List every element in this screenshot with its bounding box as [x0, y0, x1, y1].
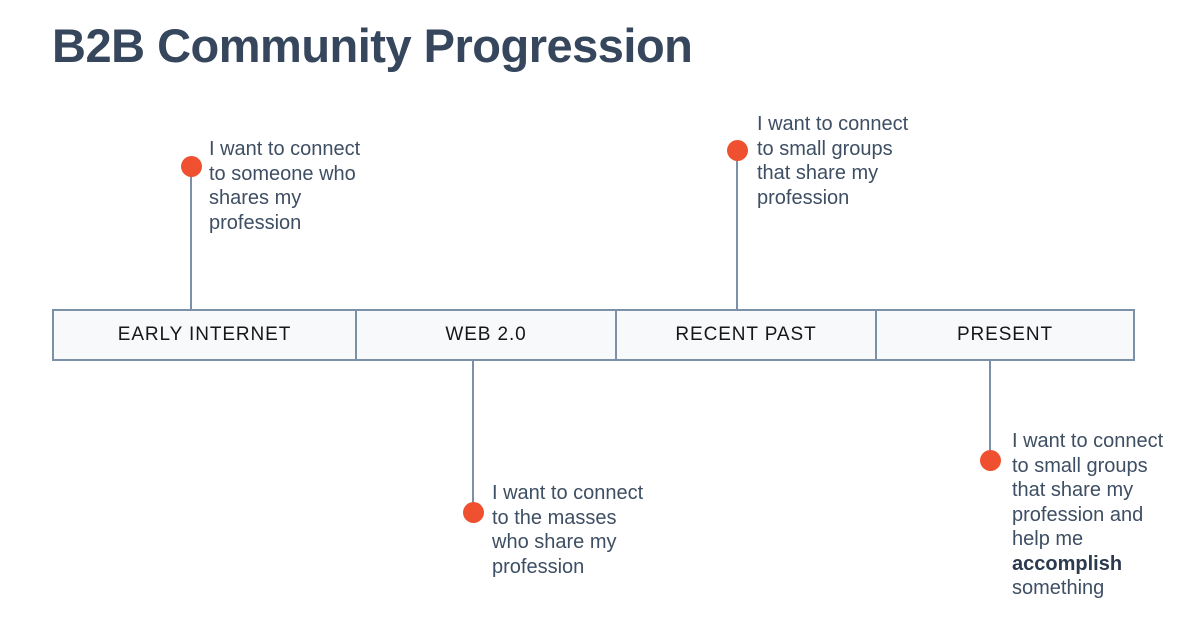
callout-line: shares my — [209, 187, 302, 209]
callout-present: I want to connect to small groups that s… — [1012, 429, 1163, 601]
callout-line: who share my — [492, 531, 617, 553]
marker-dot-recent-past — [727, 140, 748, 161]
callout-line: to small groups — [757, 137, 893, 160]
callout-line: profession — [492, 555, 585, 578]
connector-line-present — [989, 360, 991, 460]
connector-line-web-2-0 — [472, 360, 474, 512]
callout-line: that share my — [757, 162, 879, 184]
callout-line: profession and — [1012, 503, 1144, 526]
callout-line: profession — [757, 186, 850, 209]
marker-dot-early-internet — [181, 156, 202, 177]
callout-line-emphasis: accomplish — [1012, 552, 1163, 577]
callout-line: I want to connect — [492, 482, 644, 504]
callout-line: I want to connect — [757, 113, 909, 135]
connector-line-early-internet — [190, 166, 192, 310]
callout-bold-word: accomplish — [1012, 552, 1123, 575]
callout-line: to small groups — [1012, 454, 1148, 477]
callout-line: I want to connect — [209, 138, 361, 160]
callout-line: to someone who — [209, 162, 356, 185]
callout-line: I want to connect — [1012, 430, 1164, 452]
callout-line: to the masses — [492, 506, 617, 529]
callout-recent-past: I want to connect to small groups that s… — [757, 112, 908, 210]
marker-dot-web-2-0 — [463, 502, 484, 523]
callout-line: that share my — [1012, 479, 1134, 501]
page-title: B2B Community Progression — [52, 19, 693, 72]
timeline-cell-early-internet[interactable]: EARLY INTERNET — [54, 311, 357, 359]
connector-line-recent-past — [736, 150, 738, 310]
marker-dot-present — [980, 450, 1001, 471]
timeline-cell-recent-past[interactable]: RECENT PAST — [617, 311, 877, 359]
timeline-bar: EARLY INTERNET WEB 2.0 RECENT PAST PRESE… — [52, 309, 1135, 361]
callout-line: something — [1012, 577, 1105, 599]
timeline-cell-web-2-0[interactable]: WEB 2.0 — [357, 311, 617, 359]
callout-line: help me — [1012, 528, 1084, 550]
callout-early-internet: I want to connect to someone who shares … — [209, 137, 360, 235]
callout-web-2-0: I want to connect to the masses who shar… — [492, 481, 643, 579]
timeline-cell-present[interactable]: PRESENT — [956, 324, 1054, 345]
callout-line: profession — [209, 211, 302, 234]
